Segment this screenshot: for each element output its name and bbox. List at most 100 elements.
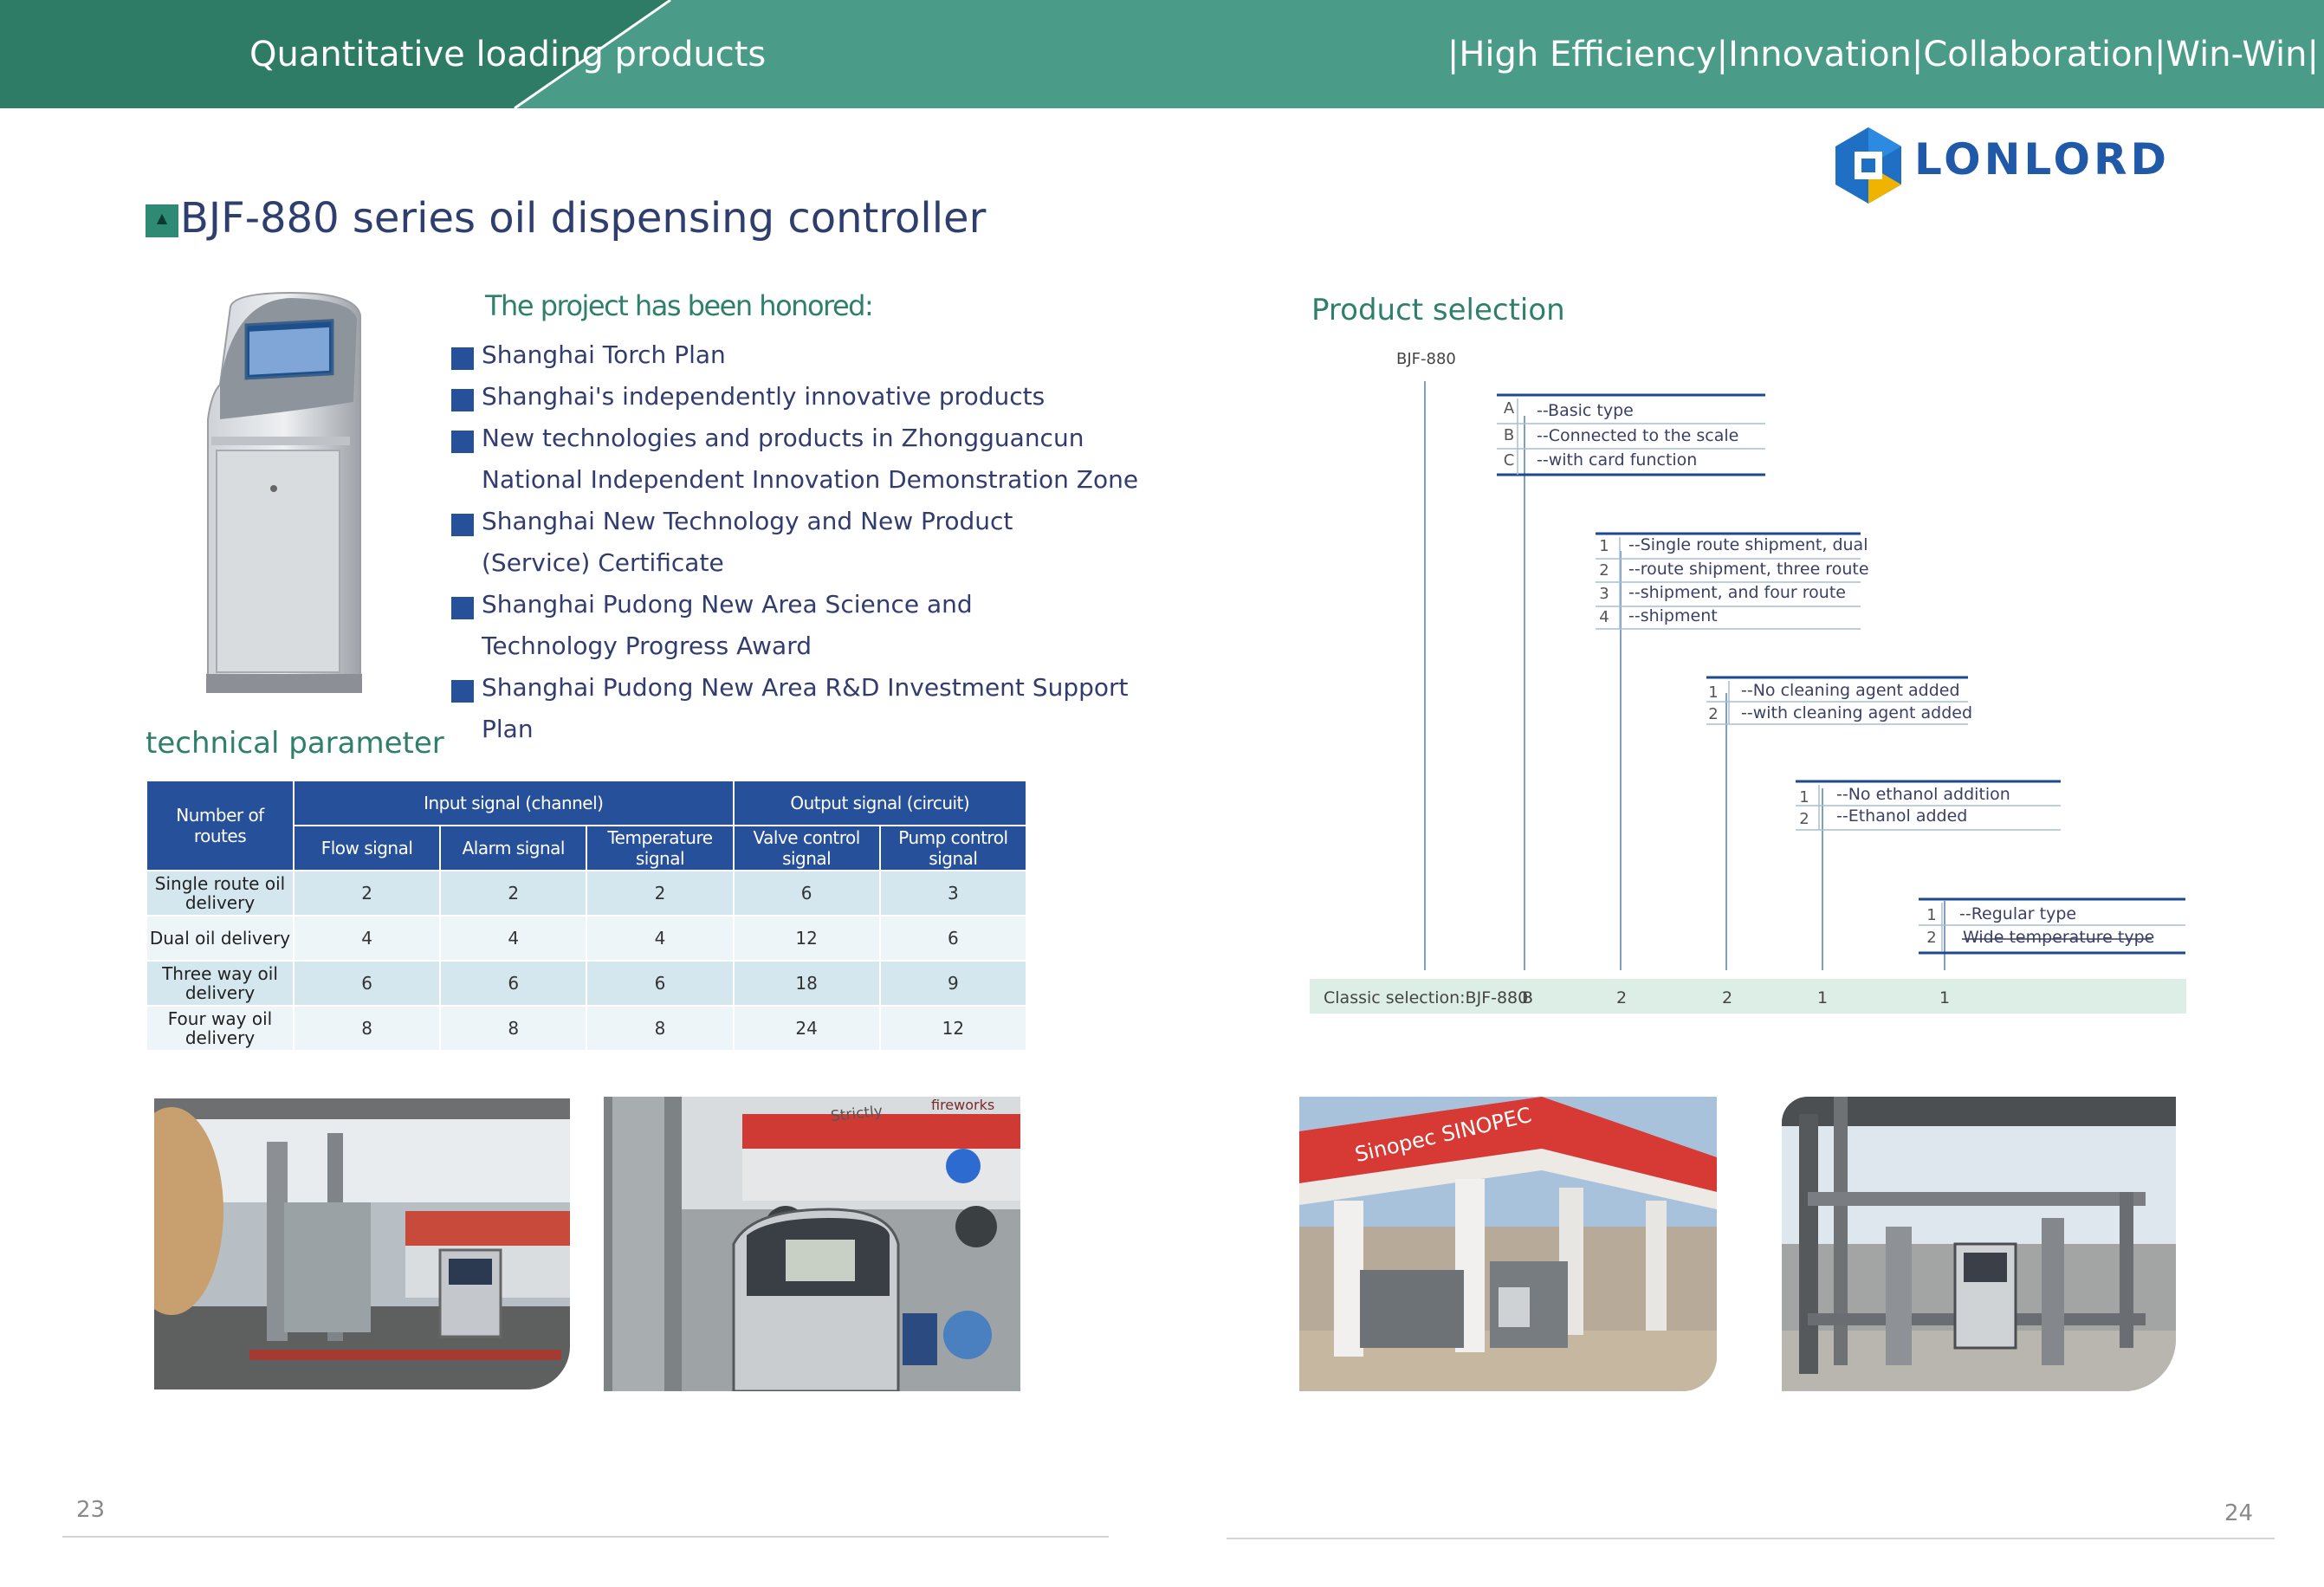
option-label: --Basic type bbox=[1537, 401, 1634, 420]
table-cell: 6 bbox=[292, 960, 442, 1007]
option-label: --Regular type bbox=[1959, 904, 2077, 923]
honors-heading: The project has been honored: bbox=[485, 289, 874, 322]
page-title: BJF-880 series oil dispensing controller bbox=[180, 194, 987, 243]
table-cell: 12 bbox=[878, 1005, 1028, 1052]
classic-selection-label: Classic selection:BJF-880 bbox=[1324, 988, 1529, 1007]
header-title: Quantitative loading products bbox=[249, 35, 767, 74]
option-label: --No cleaning agent added bbox=[1741, 681, 1960, 700]
honor-item: Shanghai Pudong New Area R&D Investment … bbox=[449, 667, 1142, 750]
loading-station-photo bbox=[154, 1098, 570, 1389]
table-column-header: Alarm signal bbox=[439, 825, 588, 871]
table-cell: 8 bbox=[292, 1005, 442, 1052]
option-code: 1 bbox=[1599, 537, 1609, 555]
option-label: --with card function bbox=[1537, 450, 1698, 470]
table-cell: 24 bbox=[732, 1005, 881, 1052]
option-label: Wide temperature type bbox=[1963, 928, 2155, 947]
option-code: 4 bbox=[1599, 608, 1609, 626]
option-code: 1 bbox=[1708, 683, 1719, 702]
table-cell: 8 bbox=[439, 1005, 588, 1052]
table-column-header: Temperature signal bbox=[586, 825, 735, 871]
option-code: 2 bbox=[1599, 561, 1609, 580]
classic-selection-value: B bbox=[1522, 988, 1534, 1007]
option-code: C bbox=[1503, 451, 1515, 470]
option-label: --Single route shipment, dual bbox=[1628, 535, 1868, 554]
kiosk-product-image bbox=[206, 291, 362, 693]
classic-selection-value: 1 bbox=[1817, 988, 1829, 1007]
sinopec-station-photo: Sinopec SINOPEC bbox=[1299, 1097, 1717, 1391]
row-name-cell: Four way oil delivery bbox=[146, 1005, 295, 1052]
honor-item: Shanghai Torch Plan bbox=[449, 334, 1142, 376]
table-cell: 6 bbox=[439, 960, 588, 1007]
table-cell: 4 bbox=[586, 915, 735, 962]
table-row: Dual oil delivery 4 4 4 12 6 bbox=[146, 915, 1028, 962]
parameter-table: Number of routes Input signal (channel) … bbox=[146, 780, 1028, 1052]
product-selection-heading: Product selection bbox=[1311, 293, 1565, 327]
logo-wordmark: LONLORD bbox=[1914, 134, 2171, 185]
option-code: 2 bbox=[1799, 810, 1809, 828]
model-code-label: BJF-880 bbox=[1396, 350, 1456, 368]
table-cell: 4 bbox=[439, 915, 588, 962]
option-code: 2 bbox=[1708, 705, 1719, 723]
option-label: --with cleaning agent added bbox=[1741, 703, 1973, 722]
classic-selection-bar bbox=[1310, 979, 2186, 1014]
dispenser-closeup-photo: Strictly fireworks bbox=[604, 1097, 1020, 1391]
table-cell: 9 bbox=[878, 960, 1028, 1007]
table-header-input: Input signal (channel) bbox=[293, 780, 735, 826]
honor-item: Shanghai's independently innovative prod… bbox=[449, 376, 1142, 418]
page-number-left: 23 bbox=[76, 1497, 106, 1523]
page-number-right: 24 bbox=[2224, 1500, 2254, 1526]
classic-selection-value: 2 bbox=[1722, 988, 1733, 1007]
table-column-header: Valve control signal bbox=[732, 825, 881, 871]
option-label: --route shipment, three route bbox=[1628, 560, 1869, 579]
footer-rule-right bbox=[1227, 1538, 2275, 1539]
table-row: Three way oil delivery 6 6 6 18 9 bbox=[146, 960, 1028, 1007]
option-label: --Ethanol added bbox=[1836, 806, 1968, 826]
table-cell: 6 bbox=[732, 870, 881, 917]
classic-selection-value: 2 bbox=[1616, 988, 1628, 1007]
table-cell: 2 bbox=[439, 870, 588, 917]
header-diagonal-line bbox=[514, 0, 671, 108]
table-column-header: Flow signal bbox=[292, 825, 442, 871]
honors-list: Shanghai Torch Plan Shanghai's independe… bbox=[449, 334, 1142, 750]
table-cell: 2 bbox=[292, 870, 442, 917]
honor-item: New technologies and products in Zhonggu… bbox=[449, 418, 1149, 501]
honor-item: Shanghai New Technology and New Product … bbox=[449, 501, 1105, 584]
option-label: --Connected to the scale bbox=[1537, 426, 1739, 445]
table-row: Single route oil delivery 2 2 2 6 3 bbox=[146, 870, 1028, 917]
table-column-header: Pump control signal bbox=[878, 825, 1028, 871]
option-code: 1 bbox=[1926, 906, 1937, 924]
title-marker-icon: ▲ bbox=[146, 204, 178, 237]
table-cell: 18 bbox=[732, 960, 881, 1007]
table-cell: 3 bbox=[878, 870, 1028, 917]
option-label: --No ethanol addition bbox=[1836, 785, 2010, 804]
photo-sign-text: fireworks bbox=[931, 1097, 995, 1113]
table-cell: 2 bbox=[586, 870, 735, 917]
option-code: 3 bbox=[1599, 585, 1609, 603]
table-header-routes: Number of routes bbox=[146, 780, 295, 871]
hexagon-logo-icon bbox=[1835, 127, 1901, 204]
classic-selection-value: 1 bbox=[1939, 988, 1951, 1007]
option-code: 2 bbox=[1926, 929, 1937, 947]
photo-sign-text: Strictly bbox=[830, 1102, 884, 1126]
table-cell: 4 bbox=[292, 915, 442, 962]
tech-parameter-heading: technical parameter bbox=[146, 726, 444, 761]
selection-diagram-lines bbox=[1424, 381, 2185, 970]
table-row: Four way oil delivery 8 8 8 24 12 bbox=[146, 1005, 1028, 1052]
honor-item: Shanghai Pudong New Area Science and Tec… bbox=[449, 584, 1105, 667]
table-header-output: Output signal (circuit) bbox=[732, 780, 1028, 826]
option-code: 1 bbox=[1799, 788, 1809, 806]
company-logo: LONLORD bbox=[1831, 126, 2178, 205]
header-slogan: |High Efficiency|Innovation|Collaboratio… bbox=[1447, 35, 2319, 74]
table-cell: 8 bbox=[586, 1005, 735, 1052]
option-code: A bbox=[1503, 399, 1515, 418]
table-cell: 12 bbox=[732, 915, 881, 962]
table-cell: 6 bbox=[878, 915, 1028, 962]
footer-rule-left bbox=[62, 1536, 1109, 1538]
row-name-cell: Three way oil delivery bbox=[146, 960, 295, 1007]
loading-skid-photo bbox=[1782, 1097, 2176, 1391]
option-label: --shipment, and four route bbox=[1628, 583, 1846, 602]
row-name-cell: Single route oil delivery bbox=[146, 870, 295, 917]
table-cell: 6 bbox=[586, 960, 735, 1007]
option-label: --shipment bbox=[1628, 606, 1718, 625]
option-code: B bbox=[1503, 426, 1515, 444]
